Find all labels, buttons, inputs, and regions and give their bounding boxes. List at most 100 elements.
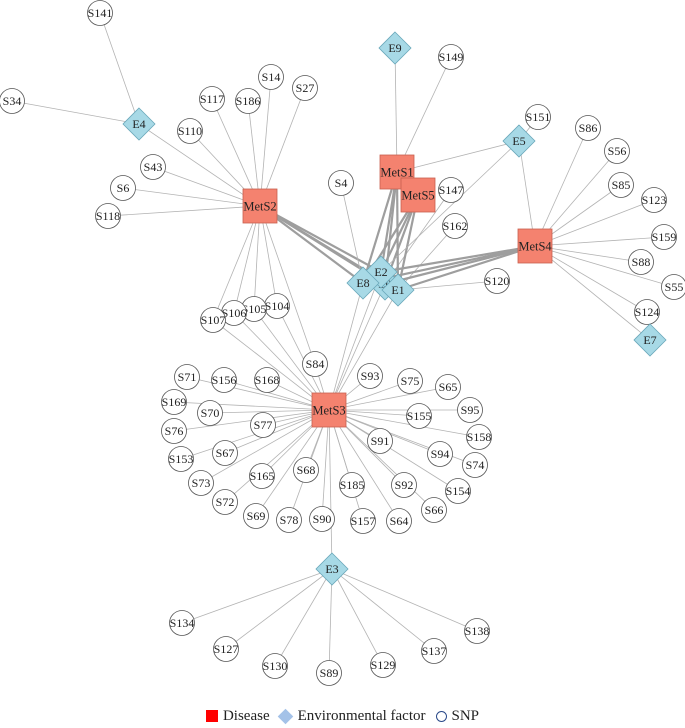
snp-node-S88: S88 — [628, 249, 654, 275]
edge-S127-E3 — [225, 568, 333, 650]
snp-node-S162: S162 — [442, 213, 468, 239]
snp-node-S91: S91 — [367, 428, 393, 454]
disease-square-icon — [242, 188, 278, 224]
snp-node-S157: S157 — [350, 508, 376, 534]
snp-node-S67: S67 — [212, 440, 238, 466]
node-label: MetS5 — [401, 188, 434, 202]
node-label: S130 — [263, 659, 288, 673]
snp-circle-icon — [258, 64, 284, 90]
snp-node-S55: S55 — [661, 274, 685, 300]
snp-node-S155: S155 — [406, 403, 432, 429]
node-label: S118 — [96, 209, 120, 223]
snp-circle-icon — [466, 424, 492, 450]
snp-circle-icon — [262, 653, 288, 679]
env-node-E8: E8 — [346, 266, 380, 300]
edge-S123-MetS4 — [534, 199, 655, 247]
node-label: S65 — [439, 380, 458, 394]
edge-S149-MetS1 — [396, 56, 452, 173]
snp-node-S129: S129 — [370, 652, 396, 678]
node-label: E4 — [132, 117, 145, 131]
edge-E5-MetS1 — [396, 140, 520, 173]
snp-node-S134: S134 — [169, 610, 195, 636]
edge-E4-MetS2 — [138, 123, 261, 207]
edge-S4-E8 — [340, 182, 364, 284]
node-label: S84 — [306, 357, 325, 371]
snp-node-S70: S70 — [197, 400, 223, 426]
edge-S159-MetS4 — [534, 236, 665, 247]
legend-item-snp: SNP — [435, 708, 479, 725]
environmental-diamond-icon — [315, 552, 349, 586]
snp-circle-icon — [328, 170, 354, 196]
node-label: S120 — [485, 274, 510, 288]
legend-label-environmental: Environmental factor — [297, 707, 426, 724]
edge-E5-E2 — [380, 140, 520, 273]
snp-node-S64: S64 — [386, 508, 412, 534]
node-label: S141 — [88, 6, 113, 20]
node-label: S73 — [192, 476, 211, 490]
edge-S157-MetS3 — [328, 409, 364, 522]
node-label: E7 — [643, 333, 656, 347]
snp-node-S149: S149 — [438, 44, 464, 70]
snp-circle-icon — [391, 472, 417, 498]
snp-node-S85: S85 — [608, 172, 634, 198]
edge-S186-MetS2 — [247, 100, 261, 207]
snp-circle-icon — [357, 363, 383, 389]
node-label: S155 — [407, 409, 432, 423]
node-label: S169 — [162, 395, 187, 409]
node-label: S117 — [200, 92, 224, 106]
node-label: S27 — [296, 81, 315, 95]
node-label: S64 — [390, 514, 409, 528]
snp-node-S27: S27 — [292, 75, 318, 101]
snp-circle-icon — [212, 440, 238, 466]
snp-circle-icon — [212, 489, 238, 515]
node-label: MetS3 — [312, 403, 345, 417]
snp-node-S56: S56 — [604, 138, 630, 164]
node-label: S34 — [3, 94, 22, 108]
snp-node-S84: S84 — [302, 351, 328, 377]
node-label: E5 — [512, 134, 525, 148]
env-node-E7: E7 — [633, 323, 667, 357]
snp-node-S137: S137 — [421, 638, 447, 664]
environmental-diamond-icon — [502, 124, 536, 158]
node-label: S71 — [178, 370, 197, 384]
snp-circle-icon — [339, 472, 365, 498]
snp-circle-icon — [110, 175, 136, 201]
edge-E7-MetS4 — [534, 245, 651, 341]
node-label: S66 — [425, 503, 444, 517]
snp-circle-icon — [200, 307, 226, 333]
snp-node-S153: S153 — [168, 446, 194, 472]
disease-node-MetS4: MetS4 — [517, 228, 552, 264]
env-node-E1: E1 — [381, 273, 415, 307]
snp-circle-icon — [397, 368, 423, 394]
edge-S55-MetS4 — [534, 245, 675, 288]
node-label: E9 — [388, 41, 401, 55]
node-label: S89 — [320, 666, 339, 680]
snp-circle-icon — [0, 88, 25, 114]
node-label: S77 — [254, 418, 273, 432]
network-diagram: S4S6S14S27S34S43S55S56S64S65S66S67S68S69… — [0, 0, 685, 686]
node-label: S68 — [297, 463, 316, 477]
node-label: S129 — [371, 658, 396, 672]
edge-S154-MetS3 — [328, 409, 459, 492]
edge-MetS3-E1 — [328, 289, 399, 411]
snp-node-S141: S141 — [87, 0, 113, 26]
node-label: S69 — [247, 509, 266, 523]
snp-circle-icon — [367, 428, 393, 454]
node-label: S159 — [652, 230, 677, 244]
disease-node-MetS3: MetS3 — [311, 392, 347, 428]
snp-circle-icon — [250, 412, 276, 438]
edge-S90-MetS3 — [321, 409, 330, 520]
legend: Disease Environmental factor SNP — [0, 706, 685, 726]
node-label: S154 — [446, 484, 471, 498]
node-label: S106 — [222, 306, 247, 320]
node-label: S186 — [236, 94, 261, 108]
edge-S70-MetS3 — [209, 409, 330, 414]
edge-MetS4-E1 — [397, 244, 536, 292]
edge-S88-MetS4 — [534, 245, 642, 263]
snp-circle-icon — [464, 618, 490, 644]
env-node-E5: E5 — [502, 124, 536, 158]
snp-node-S71: S71 — [174, 364, 200, 390]
snp-node-S165: S165 — [249, 463, 275, 489]
node-label: S107 — [201, 313, 226, 327]
edge-S66-MetS3 — [328, 409, 435, 511]
